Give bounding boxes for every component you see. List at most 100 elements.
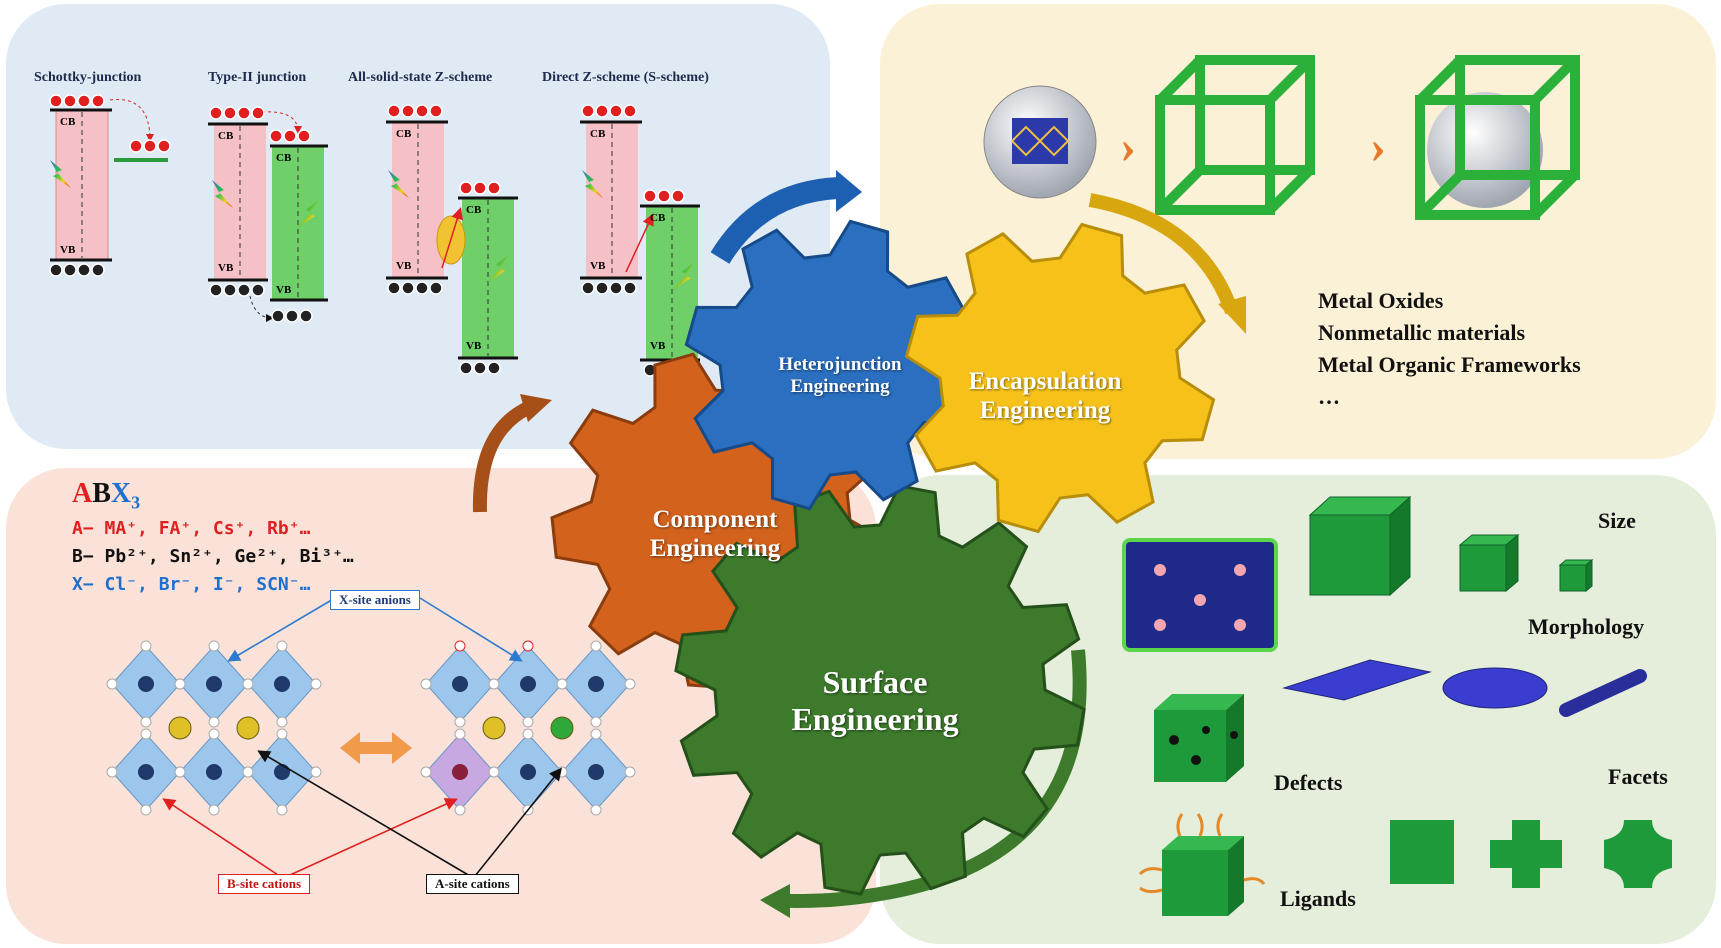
arrow-head-yellow	[1218, 296, 1246, 334]
junction-title-schottky: Schottky-junction	[34, 70, 142, 85]
electron-dot	[623, 104, 637, 118]
a-site-list: A− MA⁺, FA⁺, Cs⁺, Rb⁺…	[72, 518, 311, 539]
x-site-anion	[208, 640, 220, 652]
electron-dot	[657, 189, 671, 203]
double-arrow-icon	[340, 732, 412, 764]
x-site-anion	[276, 804, 288, 816]
material-mof: Metal Organic Frameworks	[1318, 352, 1581, 377]
gear-label-component: Component Engineering	[649, 506, 781, 562]
cb-label: CB	[590, 128, 606, 140]
x-site-anion	[174, 678, 186, 690]
chevron-right-icon: ›	[1120, 120, 1136, 173]
electron-dot	[251, 106, 265, 120]
a-site-cation	[482, 716, 506, 740]
hole-dot	[387, 281, 401, 295]
b-site-cation	[274, 764, 290, 780]
mof-cage-encapsulated	[1415, 55, 1580, 220]
gear-label-encapsulation: Encapsulation Engineering	[968, 368, 1122, 424]
material-metal-oxides: Metal Oxides	[1318, 288, 1444, 313]
hole-dot	[223, 283, 237, 297]
x-site-anion	[522, 728, 534, 740]
electron-dot	[415, 104, 429, 118]
hole-dot	[49, 263, 63, 277]
x-site-anion	[310, 678, 322, 690]
junction-title-z-scheme: All-solid-state Z-scheme	[348, 70, 493, 85]
x-site-anion	[208, 716, 220, 728]
cb-label: CB	[60, 116, 76, 128]
junction-title-s-scheme: Direct Z-scheme (S-scheme)	[542, 70, 709, 85]
electron-dot	[77, 94, 91, 108]
a-site-cations-box: A-site cations	[426, 874, 519, 894]
surface-engineering-gear	[674, 484, 1086, 896]
vb-label: VB	[650, 340, 666, 352]
electron-dot	[459, 181, 473, 195]
x-site-anion	[454, 716, 466, 728]
hole-dot	[209, 283, 223, 297]
x-site-anion	[488, 766, 500, 778]
hole-dot	[91, 263, 105, 277]
heterojunction-engineering-gear	[684, 219, 976, 511]
curved-arrow-orange	[472, 401, 532, 513]
morphology-label: Morphology	[1528, 614, 1645, 639]
size-label: Size	[1598, 508, 1636, 533]
hole-dot	[473, 361, 487, 375]
electron-dot	[581, 104, 595, 118]
s-scheme-band-diagram	[580, 120, 700, 362]
perovskite-lattice-right	[420, 640, 636, 816]
x-site-list: X− Cl⁻, Br⁻, I⁻, SCN⁻…	[72, 574, 311, 595]
b-site-cation	[138, 676, 154, 692]
x-site-anion	[276, 640, 288, 652]
cb-label: CB	[276, 152, 292, 164]
curved-arrow-yellow	[1088, 193, 1239, 315]
b-site-cation	[520, 676, 536, 692]
hole-dot	[415, 281, 429, 295]
hole-dot	[609, 281, 623, 295]
x-site-anion	[140, 728, 152, 740]
x-site-anion	[140, 804, 152, 816]
hole-dot	[595, 281, 609, 295]
x-site-anion	[140, 640, 152, 652]
x-site-anion	[140, 716, 152, 728]
electron-dot	[487, 181, 501, 195]
electron-dot	[91, 94, 105, 108]
arrow-head-green	[760, 884, 790, 918]
ligand-cube	[1138, 813, 1266, 916]
b-site-cation	[274, 676, 290, 692]
b-site-cation	[206, 764, 222, 780]
vb-label: VB	[60, 244, 76, 256]
x-site-anion	[488, 678, 500, 690]
formula-abx3: ABX3	[72, 478, 140, 514]
facets-label: Facets	[1608, 764, 1668, 789]
electron-dot	[387, 104, 401, 118]
hole-dot	[459, 361, 473, 375]
vb-label: VB	[396, 260, 412, 272]
x-site-anion	[624, 678, 636, 690]
z-scheme-band-diagram	[386, 120, 518, 360]
x-site-anion	[556, 678, 568, 690]
vb-label: VB	[276, 284, 292, 296]
b-site-cation	[588, 676, 604, 692]
vb-label: VB	[590, 260, 606, 272]
x-site-anion	[310, 766, 322, 778]
x-site-anion	[276, 728, 288, 740]
formula-x: X	[110, 478, 132, 509]
arrow-head-orange	[520, 394, 552, 422]
x-site-anion	[242, 766, 254, 778]
x-site-anion	[522, 716, 534, 728]
formula-b: B	[92, 478, 111, 509]
electron-dot	[297, 129, 311, 143]
formula-a: A	[72, 478, 93, 509]
a-site-cation	[236, 716, 260, 740]
material-more: …	[1318, 384, 1340, 409]
electron-dot	[671, 189, 685, 203]
junction-title-type-ii: Type-II junction	[208, 70, 307, 85]
x-site-anion	[208, 804, 220, 816]
x-site-anion	[276, 716, 288, 728]
x-site-anions-box: X-site anions	[330, 590, 420, 610]
a-site-cation	[550, 716, 574, 740]
x-site-anion	[454, 640, 466, 652]
arrow-head-blue	[836, 170, 862, 212]
type-ii-band-diagram	[208, 111, 328, 322]
b-site-cation	[452, 764, 468, 780]
